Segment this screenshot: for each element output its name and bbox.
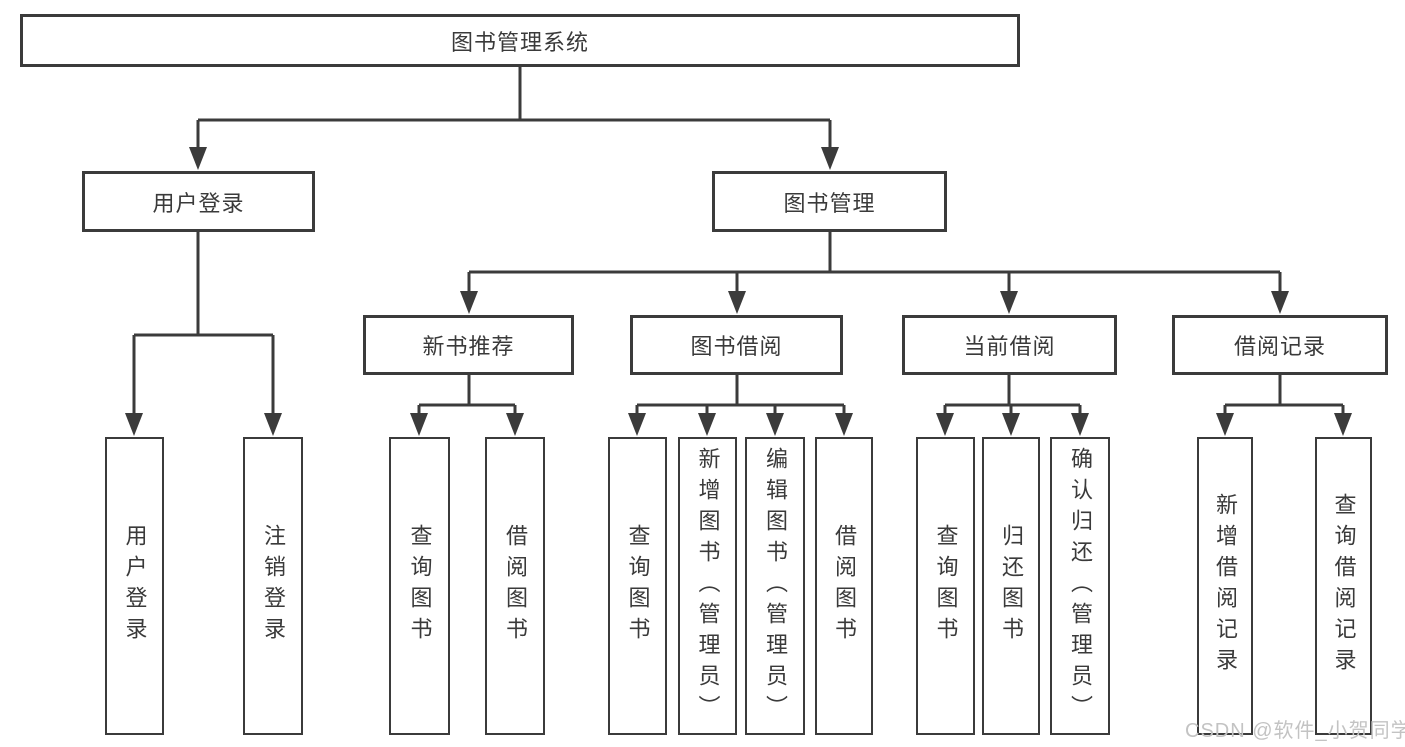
- leaf-newbooks-borrow-books: 借阅图书: [485, 437, 545, 735]
- leaf-records-query-record: 查询借阅记录: [1315, 437, 1372, 735]
- arrow-down-icon: [728, 291, 746, 314]
- leaf-label: 新增借阅记录: [1213, 493, 1238, 679]
- watermark: CSDN @软件_小贺同学: [1185, 720, 1405, 742]
- leaf-newbooks-query-books: 查询图书: [389, 437, 450, 735]
- node-borrowing-records: 借阅记录: [1172, 315, 1388, 375]
- arrow-down-icon: [1334, 413, 1352, 436]
- arrow-down-icon: [766, 413, 784, 436]
- leaf-label: 注销登录: [261, 524, 286, 648]
- leaf-current-query-books: 查询图书: [916, 437, 975, 735]
- leaf-label: 借阅图书: [503, 524, 528, 648]
- arrow-down-icon: [1216, 413, 1234, 436]
- arrow-down-icon: [821, 147, 839, 170]
- arrow-down-icon: [1271, 291, 1289, 314]
- leaf-label: 用户登录: [122, 524, 148, 648]
- arrow-down-icon: [410, 413, 428, 436]
- node-book-management: 图书管理: [712, 171, 947, 232]
- arrow-down-icon: [506, 413, 524, 436]
- leaf-label: 查询借阅记录: [1331, 493, 1357, 679]
- connector-user-login-to-leaves: [125, 232, 282, 436]
- arrow-down-icon: [460, 291, 478, 314]
- node-new-book-recommend: 新书推荐: [363, 315, 574, 375]
- leaf-current-confirm-return-admin: 确认归还（管理员）: [1050, 437, 1110, 735]
- leaf-borrow-borrow-books: 借阅图书: [815, 437, 873, 735]
- leaf-label: 查询图书: [625, 524, 651, 648]
- connector-borrow-records-to-leaves: [1216, 375, 1352, 436]
- leaf-current-return-books: 归还图书: [982, 437, 1040, 735]
- arrow-down-icon: [1071, 413, 1089, 436]
- leaf-label: 查询图书: [933, 524, 959, 648]
- leaf-label: 编辑图书（管理员）: [763, 446, 788, 726]
- arrow-down-icon: [628, 413, 646, 436]
- arrow-down-icon: [1000, 291, 1018, 314]
- leaf-label: 确认归还（管理员）: [1068, 446, 1093, 726]
- arrow-down-icon: [125, 413, 143, 436]
- node-current-borrowing: 当前借阅: [902, 315, 1117, 375]
- leaf-label: 归还图书: [999, 524, 1024, 648]
- leaf-label: 查询图书: [407, 524, 433, 648]
- connector-root-to-level2: [189, 67, 839, 170]
- leaf-records-add-record: 新增借阅记录: [1197, 437, 1253, 735]
- node-user-login: 用户登录: [82, 171, 315, 232]
- connector-book-management-to-level3: [460, 232, 1289, 314]
- connector-book-borrow-to-leaves: [628, 375, 853, 436]
- leaf-label: 新增图书（管理员）: [695, 446, 721, 726]
- connector-new-books-to-leaves: [410, 375, 524, 436]
- leaf-user-login: 用户登录: [105, 437, 164, 735]
- node-book-borrowing: 图书借阅: [630, 315, 843, 375]
- arrow-down-icon: [264, 413, 282, 436]
- leaf-borrow-query-books: 查询图书: [608, 437, 667, 735]
- arrow-down-icon: [936, 413, 954, 436]
- arrow-down-icon: [189, 147, 207, 170]
- leaf-logout: 注销登录: [243, 437, 303, 735]
- arrow-down-icon: [835, 413, 853, 436]
- arrow-down-icon: [1002, 413, 1020, 436]
- leaf-borrow-edit-books-admin: 编辑图书（管理员）: [745, 437, 805, 735]
- node-root: 图书管理系统: [20, 14, 1020, 67]
- connector-current-borrow-to-leaves: [936, 375, 1089, 436]
- arrow-down-icon: [698, 413, 716, 436]
- leaf-label: 借阅图书: [832, 524, 857, 648]
- leaf-borrow-add-books-admin: 新增图书（管理员）: [678, 437, 737, 735]
